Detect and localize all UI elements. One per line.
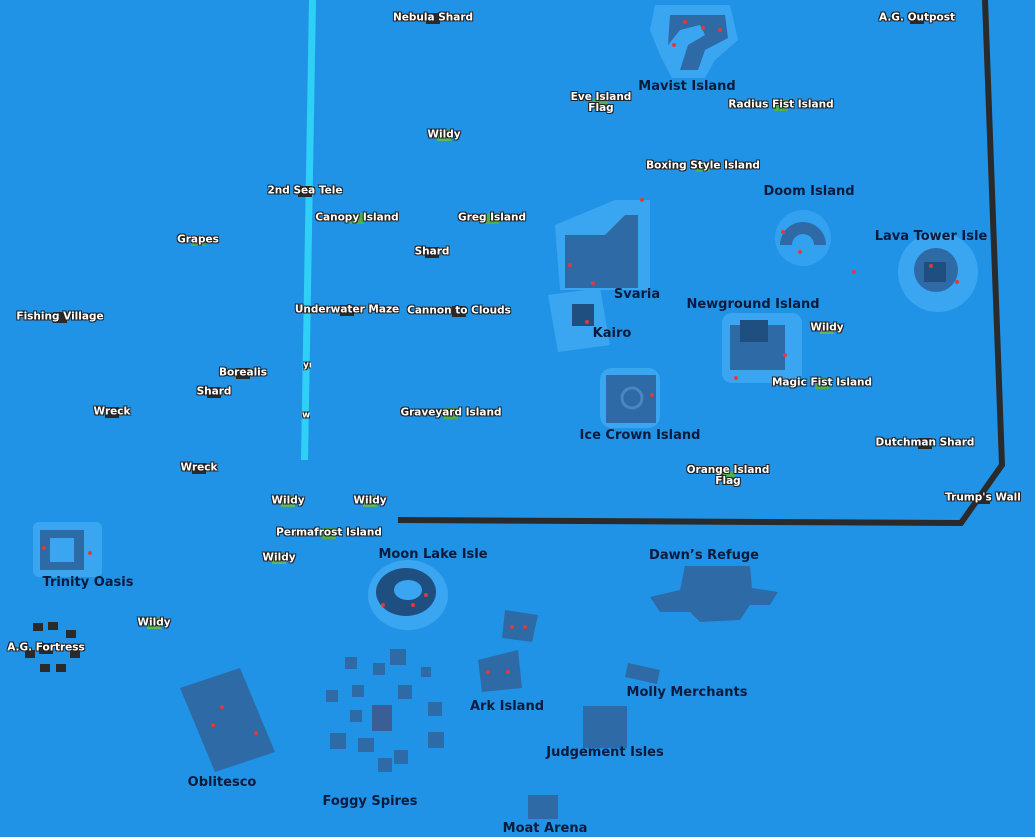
island-label-newground-island[interactable]: Newground Island xyxy=(686,297,820,313)
marker-icon xyxy=(272,553,286,564)
marker-icon xyxy=(298,186,312,197)
marker-icon xyxy=(774,100,788,111)
marker-icon xyxy=(820,323,834,334)
marker-icon xyxy=(192,463,206,474)
marker-label-wildy[interactable]: Wildy xyxy=(427,128,461,141)
beam-label-fragment: w xyxy=(302,411,310,421)
island-label-trinity-oasis[interactable]: Trinity Oasis xyxy=(42,575,134,591)
foggy-spires-shape xyxy=(326,649,444,772)
marker-icon xyxy=(207,387,221,398)
marker-label-borealis[interactable]: Borealis xyxy=(218,366,268,379)
island-label-svaria[interactable]: Svaria xyxy=(613,287,661,303)
marker-label-magic-fist-island[interactable]: Magic Fist Island xyxy=(771,376,873,389)
marker-label-a-g-outpost[interactable]: A.G. Outpost xyxy=(879,11,955,24)
second-sea-teleport-beam xyxy=(301,0,316,460)
marker-icon xyxy=(322,528,336,539)
marker-icon xyxy=(910,13,924,24)
marker-icon xyxy=(281,496,295,507)
marker-icon xyxy=(363,496,377,507)
island-label-kairo[interactable]: Kairo xyxy=(592,326,632,342)
marker-icon xyxy=(815,378,829,389)
island-label-ark-island[interactable]: Ark Island xyxy=(469,699,545,715)
island-label-lava-tower-isle[interactable]: Lava Tower Isle xyxy=(874,229,988,245)
red-markers xyxy=(42,20,959,735)
island-label-mavist-island[interactable]: Mavist Island xyxy=(638,79,736,95)
marker-label-fishing-village[interactable]: Fishing Village xyxy=(16,310,104,323)
marker-icon xyxy=(425,247,439,258)
marker-icon xyxy=(485,213,499,224)
marker-icon xyxy=(191,235,205,246)
marker-label-wildy[interactable]: Wildy xyxy=(271,494,305,507)
marker-label-underwater-maze[interactable]: Underwater Maze xyxy=(294,303,400,316)
moat-arena-shape xyxy=(528,795,558,819)
island-label-foggy-spires[interactable]: Foggy Spires xyxy=(322,794,418,810)
marker-icon xyxy=(236,368,250,379)
judgement-isles-shape xyxy=(583,706,627,748)
island-label-moon-lake-isle[interactable]: Moon Lake Isle xyxy=(378,547,488,563)
marker-icon xyxy=(340,305,354,316)
marker-icon xyxy=(452,306,466,317)
marker-icon xyxy=(976,493,990,504)
marker-icon xyxy=(147,618,161,629)
marker-label-shard[interactable]: Shard xyxy=(196,385,232,398)
marker-icon xyxy=(437,130,451,141)
marker-label-trump-s-wall[interactable]: Trump's Wall xyxy=(945,491,1021,504)
marker-label-wreck[interactable]: Wreck xyxy=(93,405,131,418)
marker-label-boxing-style-island[interactable]: Boxing Style Island xyxy=(646,159,760,172)
ag-fortress-shape xyxy=(25,622,80,672)
marker-icon xyxy=(696,161,710,172)
island-label-molly-merchants[interactable]: Molly Merchants xyxy=(626,685,748,701)
marker-icon xyxy=(53,312,67,323)
marker-icon xyxy=(105,407,119,418)
marker-icon xyxy=(444,408,458,419)
marker-label-wreck[interactable]: Wreck xyxy=(180,461,218,474)
marker-label-wildy[interactable]: Wildy xyxy=(810,321,844,334)
marker-label-permafrost-island[interactable]: Permafrost Island xyxy=(276,526,382,539)
marker-label-graveyard-island[interactable]: Graveyard Island xyxy=(400,406,502,419)
island-label-judgement-isles[interactable]: Judgement Isles xyxy=(546,745,664,761)
marker-icon xyxy=(594,98,608,109)
island-label-ice-crown-island[interactable]: Ice Crown Island xyxy=(579,428,701,444)
marker-icon xyxy=(721,471,735,482)
marker-label-wildy[interactable]: Wildy xyxy=(137,616,171,629)
island-label-oblitesco[interactable]: Oblitesco xyxy=(187,775,257,791)
marker-icon xyxy=(39,643,53,654)
island-label-doom-island[interactable]: Doom Island xyxy=(763,184,855,200)
ark-island-shape xyxy=(478,650,522,692)
marker-icon xyxy=(918,438,932,449)
marker-icon xyxy=(426,13,440,24)
marker-label-shard[interactable]: Shard xyxy=(414,245,450,258)
marker-label-nebula-shard[interactable]: Nebula Shard xyxy=(392,11,474,24)
marker-label-canopy-island[interactable]: Canopy Island xyxy=(315,211,399,224)
marker-label-radius-fist-island[interactable]: Radius Fist Island xyxy=(728,98,834,111)
doom-island-shape xyxy=(775,210,831,266)
marker-label-a-g-fortress[interactable]: A.G. Fortress xyxy=(7,641,85,654)
marker-label-grapes[interactable]: Grapes xyxy=(177,233,219,246)
molly-merchants-shape xyxy=(625,663,660,684)
marker-label-2nd-sea-tele[interactable]: 2nd Sea Tele xyxy=(267,184,343,197)
marker-label-greg-island[interactable]: Greg Island xyxy=(458,211,526,224)
island-label-moat-arena[interactable]: Moat Arena xyxy=(502,821,588,837)
island-label-dawn-s-refuge[interactable]: Dawn’s Refuge xyxy=(649,548,759,564)
marker-label-dutchman-shard[interactable]: Dutchman Shard xyxy=(875,436,975,449)
dawns-refuge-shape xyxy=(650,566,778,622)
oblitesco-shape xyxy=(180,668,275,772)
marker-label-wildy[interactable]: Wildy xyxy=(353,494,387,507)
marker-label-wildy[interactable]: Wildy xyxy=(262,551,296,564)
marker-label-cannon-to-clouds[interactable]: Cannon to Clouds xyxy=(407,304,511,317)
beam-label-fragment: yn la xyxy=(303,361,311,371)
marker-icon xyxy=(350,213,364,224)
